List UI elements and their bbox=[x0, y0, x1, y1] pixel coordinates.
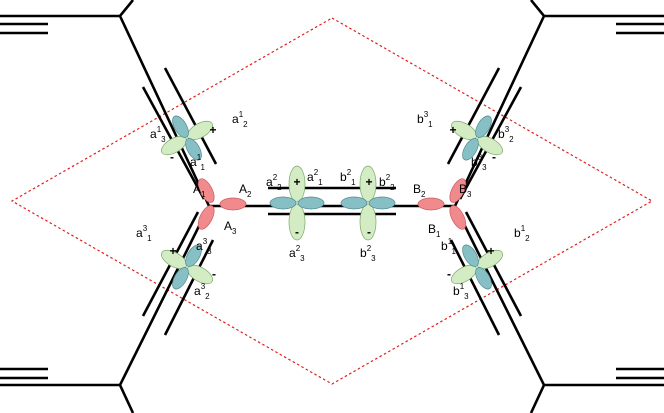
sigma-lobe-a3 bbox=[197, 178, 215, 203]
label-a1-2: a12 bbox=[232, 110, 248, 129]
sign-plus-a2-upper: + bbox=[293, 175, 300, 189]
label-a3-3: a33 bbox=[196, 237, 212, 256]
label-b1-3: b13 bbox=[453, 282, 469, 301]
label-A3: A3 bbox=[224, 219, 237, 236]
orbital-cluster-b2 bbox=[340, 165, 396, 241]
sign-minus-a1-lower: - bbox=[170, 150, 174, 164]
orbital-cluster-a3 bbox=[161, 244, 213, 290]
orbital-lobes bbox=[161, 115, 503, 290]
vertex-a-sigma-lobes bbox=[197, 178, 247, 230]
label-b2-1: b21 bbox=[340, 168, 356, 187]
sigma-lobe-b3 bbox=[449, 205, 467, 230]
sigma-lobe-a1 bbox=[197, 205, 215, 230]
bond-top-left-triple-d bbox=[163, 67, 218, 165]
sign-plus-a3-upper: + bbox=[169, 244, 176, 258]
label-b2-2: b22 bbox=[379, 173, 395, 192]
label-B1: B1 bbox=[428, 222, 441, 239]
sign-plus-b3-upper: + bbox=[449, 123, 456, 137]
label-b1-1: b11 bbox=[441, 237, 457, 256]
label-a2-3: a23 bbox=[289, 244, 305, 263]
label-a2-1: a21 bbox=[307, 168, 323, 187]
bond-top-right-arm bbox=[453, 0, 664, 207]
label-a3-1: a31 bbox=[136, 224, 152, 243]
orbital-cluster-b1 bbox=[451, 244, 503, 290]
sigma-lobe-a2 bbox=[219, 197, 247, 211]
sigma-lobe-b1 bbox=[449, 178, 467, 203]
sign-plus-a1-upper: + bbox=[209, 123, 216, 137]
label-a1-3: a13 bbox=[150, 125, 166, 144]
sign-plus-b2-upper: + bbox=[365, 175, 372, 189]
label-b3-2: b32 bbox=[498, 125, 514, 144]
orbital-cluster-a1 bbox=[161, 115, 213, 161]
label-b1-2: b12 bbox=[514, 224, 530, 243]
label-a1-1: a11 bbox=[190, 153, 206, 172]
label-b3-1: b31 bbox=[417, 110, 433, 129]
bond-bottom-left-triple-d bbox=[163, 239, 215, 336]
orbital-labels: A1 A2 A3 B2 B3 B1 a12 a13 a11 a22 a21 a2… bbox=[136, 110, 530, 301]
sign-minus-a3-lower: - bbox=[212, 267, 216, 281]
bond-bottom-right-triple-d bbox=[449, 239, 501, 336]
label-b3-3: b33 bbox=[471, 153, 487, 172]
bond-top-right-triple-d bbox=[446, 67, 501, 165]
sign-minus-b1-lower: - bbox=[447, 267, 451, 281]
label-b2-3: b23 bbox=[360, 244, 376, 263]
sign-minus-b2-lower: - bbox=[367, 225, 371, 239]
label-B3: B3 bbox=[459, 182, 472, 199]
sign-markers: + - + - + - + - + - + - bbox=[169, 123, 496, 281]
label-a3-2: a32 bbox=[194, 282, 210, 301]
orbital-cluster-b3 bbox=[451, 115, 503, 161]
label-a2-2: a22 bbox=[266, 173, 282, 192]
sign-minus-b3-lower: - bbox=[492, 150, 496, 164]
label-A1: A1 bbox=[193, 182, 206, 199]
orbital-cluster-a2 bbox=[269, 165, 325, 241]
sign-minus-a2-lower: - bbox=[295, 225, 299, 239]
unit-cell-outline bbox=[10, 17, 654, 385]
label-B2: B2 bbox=[413, 182, 426, 199]
vertex-b-sigma-lobes bbox=[417, 178, 467, 230]
sign-plus-b1-upper: + bbox=[487, 244, 494, 258]
sigma-lobe-b2 bbox=[417, 197, 445, 211]
bond-top-left-arm bbox=[0, 0, 211, 207]
label-A2: A2 bbox=[239, 182, 252, 199]
